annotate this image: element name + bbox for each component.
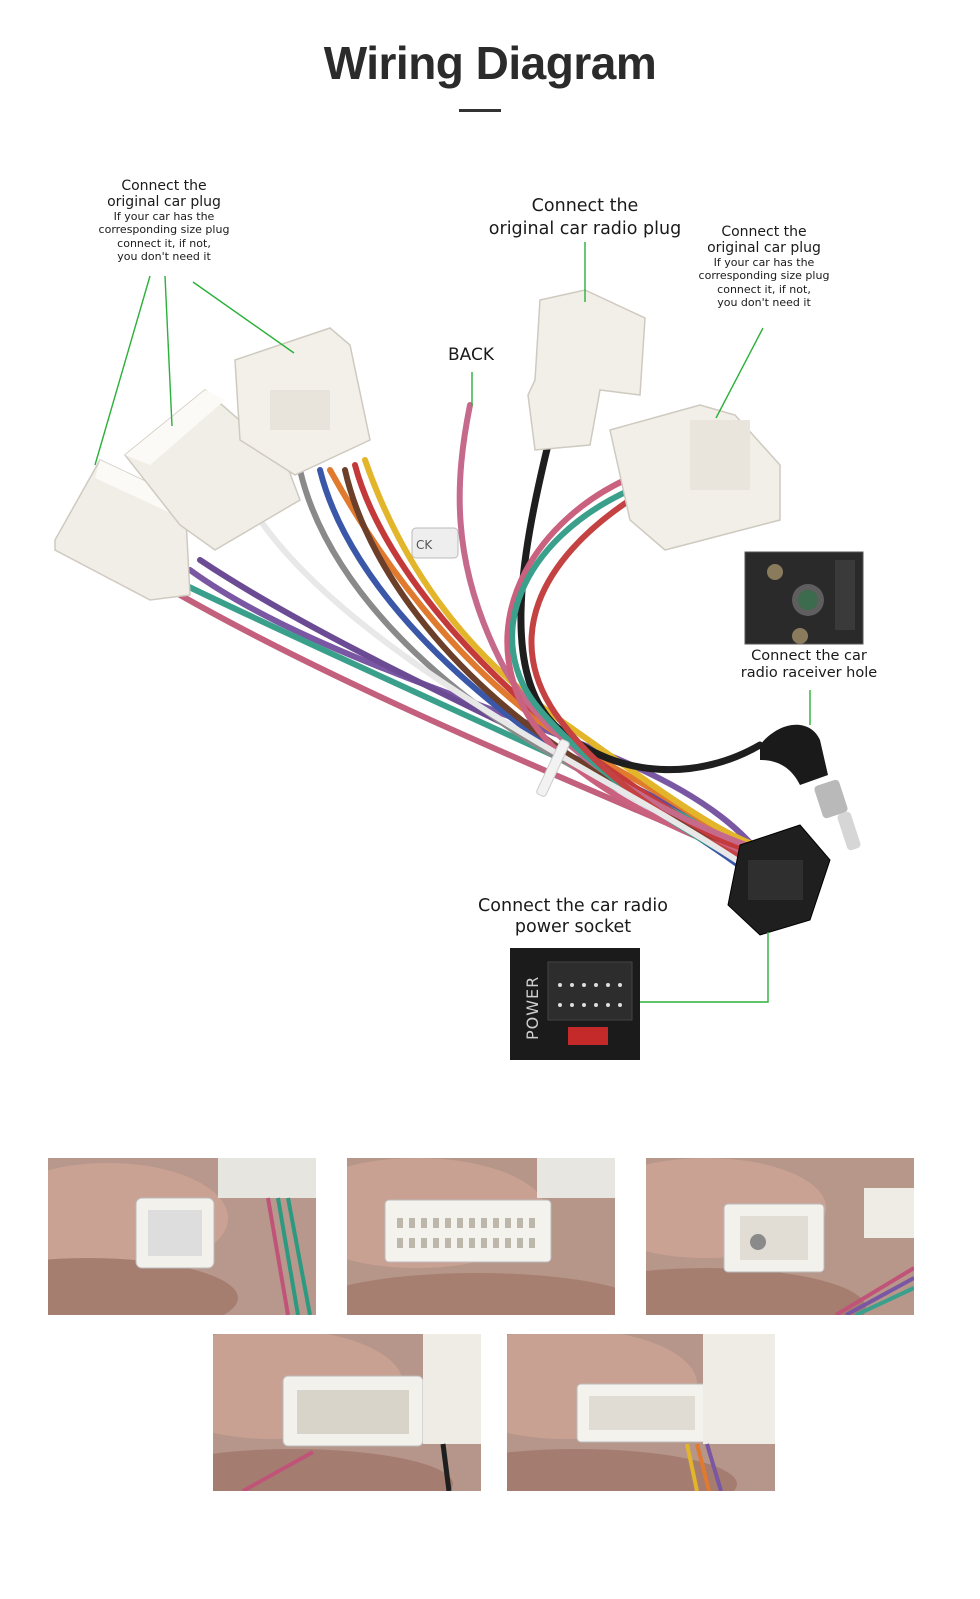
cable-tie [536, 739, 570, 797]
receiver-hole-inset [744, 551, 864, 645]
label-line: Connect the car radio [478, 896, 668, 916]
label-line: connect it, if not, [117, 236, 211, 250]
wire-pink-back [456, 402, 793, 863]
label-back: BACK [447, 345, 494, 365]
label-line: corresponding size plug [98, 223, 230, 237]
label-line: you don't need it [117, 249, 211, 263]
leader-line [715, 327, 764, 419]
plug-connector-right [609, 404, 781, 551]
connector-photo-2 [347, 1158, 615, 1315]
label-line: original car radio plug [488, 218, 682, 239]
label-left-plug: Connect the original car plug If your ca… [88, 178, 240, 263]
label-right-plug: Connect the original car plug If your ca… [688, 224, 840, 309]
radio-plug-connector [527, 289, 646, 451]
title-underline [459, 109, 501, 112]
wire-teal-right [509, 487, 793, 883]
label-line: Connect the car [751, 648, 867, 664]
connector-photo-5 [507, 1334, 775, 1491]
leader-line [164, 275, 173, 427]
label-line: If your car has the [713, 256, 815, 270]
connector-photo-1 [48, 1158, 316, 1315]
label-power: Connect the car radio power socket [470, 896, 676, 938]
label-line: radio raceiver hole [740, 664, 878, 681]
label-line: If your car has the [113, 210, 215, 224]
power-socket-inset: POWER [510, 948, 640, 1060]
leader-line [192, 281, 295, 354]
antenna-plug [760, 724, 861, 851]
label-line: corresponding size plug [698, 269, 830, 283]
label-line: original car plug [107, 194, 221, 211]
plug-connector-3 [234, 327, 371, 476]
connector-photo-3 [646, 1158, 914, 1315]
leader-line [640, 932, 769, 1003]
wiring-harness-diagram: CK [54, 242, 864, 1060]
plug-connector-2 [123, 389, 301, 551]
power-connector [727, 824, 831, 936]
page-title: Wiring Diagram [323, 37, 657, 89]
back-tag-text: CK [416, 538, 433, 552]
label-line: Connect the [121, 178, 207, 194]
label-line: power socket [514, 917, 632, 937]
label-line: Connect the [721, 224, 807, 240]
leader-line [94, 275, 151, 466]
power-inset-text: POWER [523, 976, 542, 1040]
back-tag [411, 527, 459, 559]
label-radio-plug: Connect the original car radio plug [480, 195, 690, 241]
label-line: original car plug [707, 240, 821, 257]
label-line: you don't need it [717, 295, 811, 309]
connector-photo-4 [213, 1334, 481, 1491]
label-line: connect it, if not, [717, 282, 811, 296]
label-line: Connect the [531, 196, 639, 216]
label-receiver: Connect the car radio raceiver hole [735, 648, 883, 681]
